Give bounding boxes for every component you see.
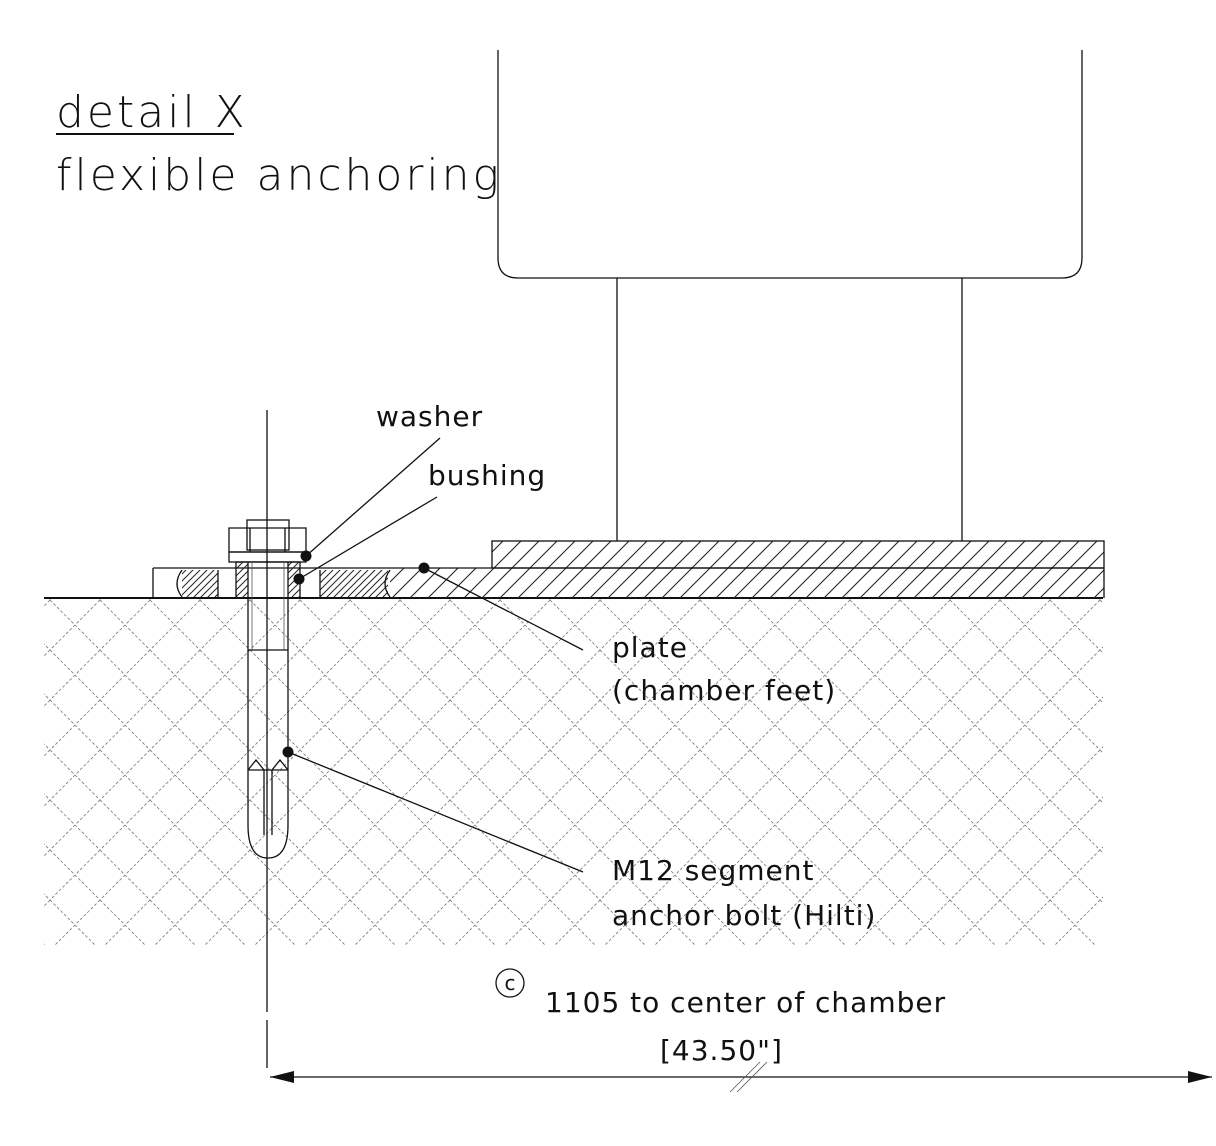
center-symbol: c [505,971,516,995]
center-symbol-circle [495,968,525,998]
dimension-imperial: [43.50"] [660,1034,783,1067]
leader-washer: washer [300,400,483,562]
detail-title: detail X flexible anchoring [56,87,502,201]
chamber-outline [497,50,1083,279]
anchor-segment [247,758,289,835]
plate-label-line1: plate [612,631,688,664]
leader-plate-dot [418,562,430,574]
leader-bushing: bushing [293,459,546,585]
leader-washer-line [305,437,441,557]
dimension-text: 1105 to center of chamber [545,986,946,1019]
leader-plate-line [423,567,584,651]
leader-anchor-dot [282,746,294,758]
bolt-top-thread [246,519,290,551]
break-mark-a [729,1061,761,1093]
detail-title-line1: detail X [56,87,248,138]
break-line-right [384,569,391,598]
bushing-label: bushing [428,459,546,492]
base-plate-outline [152,567,1105,598]
washer-label: washer [376,400,483,433]
base-plate-section-right [320,570,388,597]
leader-bushing-dot [293,573,305,585]
bolt-shaft [247,562,289,859]
anchor-label-line1: M12 segment [612,854,815,887]
upper-foot-plate [491,540,1105,569]
leader-anchor: M12 segment anchor bolt (Hilti) [282,746,876,932]
leader-plate: plate (chamber feet) [418,562,836,707]
concrete-hatch [44,598,1103,945]
anchor-label-line2: anchor bolt (Hilti) [612,899,876,932]
detail-title-line2: flexible anchoring [56,150,502,201]
center-dimension: c 1105 to center of chamber [43.50"] [266,968,1212,1093]
bushing-left-wall [236,562,248,598]
leader-anchor-line [287,751,584,873]
break-line-left [176,569,183,598]
concrete-foundation [44,597,1103,945]
leader-bushing-line [298,496,438,580]
plate-label-line2: (chamber feet) [612,674,836,707]
break-mark-b [736,1061,768,1093]
base-plate [152,567,1105,598]
base-plate-section-left [182,570,218,597]
base-plate-fill [390,568,1104,598]
leader-washer-dot [300,550,312,562]
upper-plate-fill [492,541,1104,568]
chamber-body [497,50,1083,541]
